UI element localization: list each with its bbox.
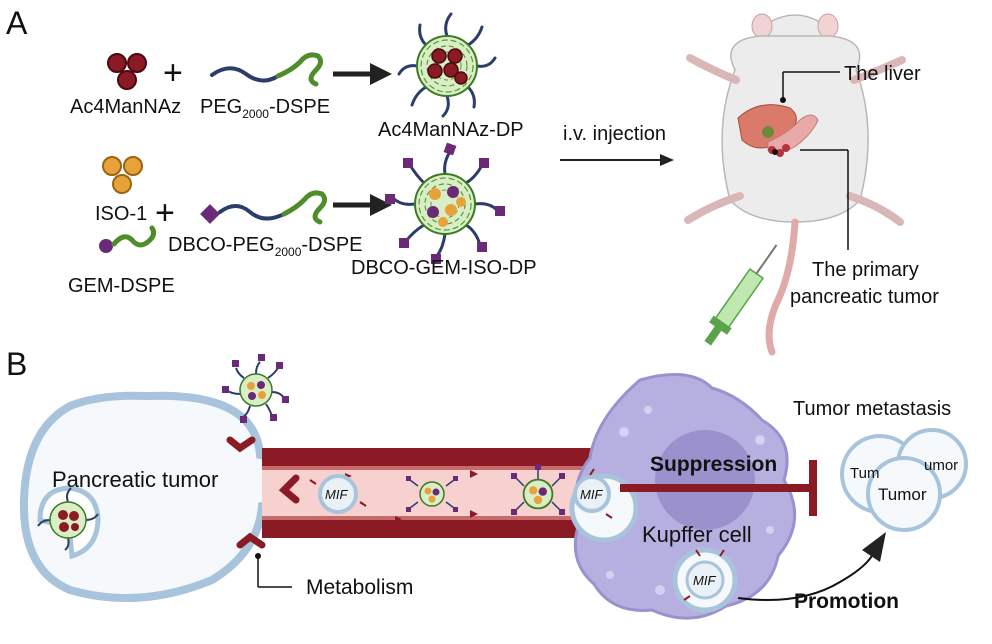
metabolism-label: Metabolism xyxy=(306,576,413,599)
tumor-label-back-left: Tum xyxy=(850,465,879,482)
suppression-inhibition-line xyxy=(620,460,817,516)
gem-dspe-chain xyxy=(99,225,157,253)
primary-tumor-label-line1: The primary xyxy=(812,259,919,281)
internalized-nanoparticle xyxy=(37,487,99,551)
mif-label-2: MIF xyxy=(580,487,603,502)
peg-dspe-label: PEG2000-DSPE xyxy=(200,96,330,121)
mif-vesicle-kupffer-bottom xyxy=(672,547,738,613)
pancreatic-tumor-label: Pancreatic tumor xyxy=(52,467,218,492)
ac4mannaz-dp-label: Ac4ManNAz-DP xyxy=(378,119,524,141)
arrow-row1 xyxy=(333,63,392,85)
dbco-gem-iso-dp-nanoparticle xyxy=(385,142,505,264)
mif-vesicle-vessel xyxy=(309,474,367,514)
pancreatic-tumor-cell xyxy=(19,391,295,602)
tumor-label-back-right: umor xyxy=(924,457,958,474)
injection-arrow xyxy=(560,154,674,166)
dbco-gem-iso-dp-label: DBCO-GEM-ISO-DP xyxy=(351,257,537,279)
panel-b-letter: B xyxy=(6,346,27,382)
kupffer-cell-label: Kupffer cell xyxy=(642,522,752,547)
iso-1-label: ISO-1 xyxy=(95,203,147,225)
circulating-nanoparticle xyxy=(222,354,289,423)
injection-label: i.v. injection xyxy=(563,123,666,145)
gem-dspe-label: GEM-DSPE xyxy=(68,275,175,297)
mif-vesicle-kupffer-top xyxy=(573,468,613,519)
mouse-illustration xyxy=(684,13,906,356)
arrow-row2 xyxy=(333,194,392,216)
primary-tumor-label-line2: pancreatic tumor xyxy=(790,286,939,308)
vessel-nanoparticle-medium xyxy=(511,464,565,515)
dbco-peg-dspe-chain xyxy=(200,190,328,225)
tumor-metastasis-label: Tumor metastasis xyxy=(793,398,951,420)
ac4mannaz-dp-nanoparticle xyxy=(397,12,497,118)
metastatic-tumors xyxy=(840,428,968,532)
tumor-label-front: Tumor xyxy=(878,485,927,504)
receptor-chevrons xyxy=(226,436,300,549)
metabolism-leader xyxy=(255,553,292,588)
liver-label: The liver xyxy=(844,63,921,85)
peg-dspe-chain xyxy=(210,52,324,87)
promotion-label: Promotion xyxy=(794,590,899,613)
ac4mannaz-label: Ac4ManNAz xyxy=(70,96,181,118)
mif-label-3: MIF xyxy=(693,573,716,588)
ac4mannaz-spheres xyxy=(107,53,147,90)
plus-sign: + xyxy=(163,54,183,92)
mif-label-1: MIF xyxy=(325,487,348,502)
promotion-arrow xyxy=(737,532,886,601)
iso-1-spheres xyxy=(102,156,143,194)
panel-a-letter: A xyxy=(6,5,28,41)
dbco-peg-dspe-label: DBCO-PEG2000-DSPE xyxy=(168,234,363,259)
vessel-nanoparticle-small xyxy=(406,476,458,512)
plus-sign-row2: + xyxy=(155,194,175,232)
suppression-label: Suppression xyxy=(650,453,777,476)
